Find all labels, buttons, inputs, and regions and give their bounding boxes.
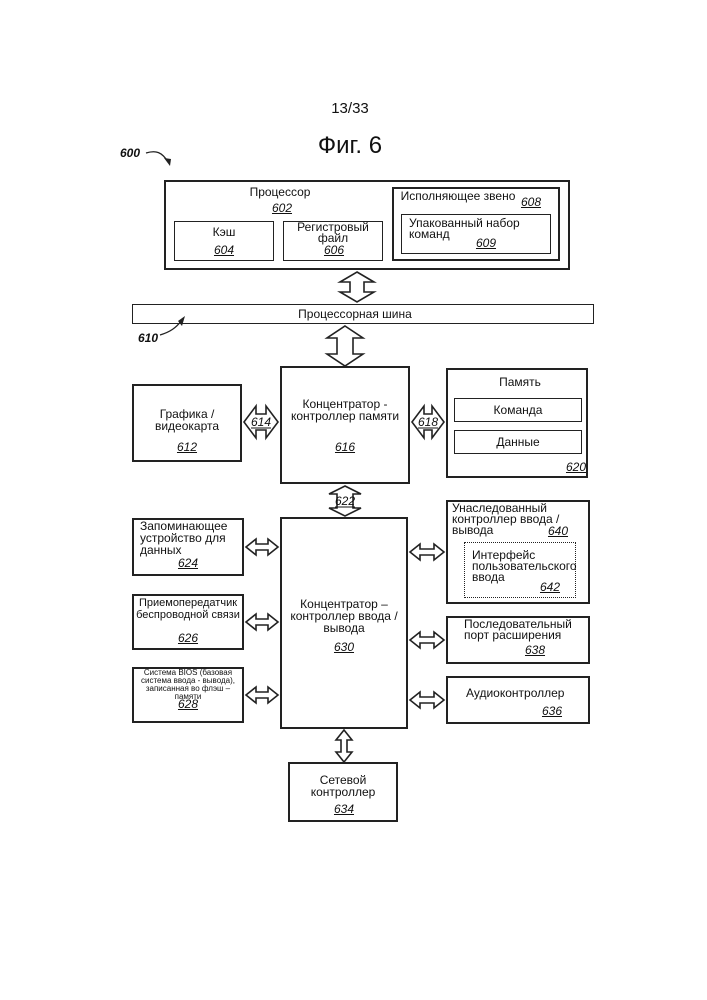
serial-expansion-port-label: Последовательный порт расширения xyxy=(464,619,588,641)
network-controller-label: Сетевой контроллер xyxy=(293,774,393,798)
ich-network-arrow xyxy=(336,730,352,762)
storage-ich-arrow xyxy=(246,539,278,555)
user-input-interface-number: 642 xyxy=(536,580,564,594)
ich-serial-arrow xyxy=(410,632,444,648)
ich-audio-arrow xyxy=(410,692,444,708)
link-618-number: 618 xyxy=(418,415,438,429)
data-storage-number: 624 xyxy=(170,556,206,570)
bus-mch-arrow xyxy=(327,326,363,366)
processor-label: Процессор xyxy=(225,186,335,198)
io-controller-hub-number: 630 xyxy=(326,640,362,654)
page-number: 13/33 xyxy=(320,100,380,117)
memory-label: Память xyxy=(470,376,570,388)
link-614-number: 614 xyxy=(251,415,271,429)
user-input-interface-label: Интерфейс пользовательского ввода xyxy=(472,550,576,583)
serial-expansion-port-number: 638 xyxy=(521,643,549,657)
memory-controller-hub-label: Концентратор - контроллер памяти xyxy=(288,398,402,422)
processor-bus-label: Процессорная шина xyxy=(250,308,460,320)
data-storage-label: Запоминающее устройство для данных xyxy=(140,520,240,556)
execution-unit-number: 608 xyxy=(511,195,551,209)
processor-number: 602 xyxy=(262,201,302,215)
wireless-transceiver-label: Приемопередатчик беспроводной связи xyxy=(134,597,242,621)
wireless-ich-arrow xyxy=(246,614,278,630)
packed-instruction-set-number: 609 xyxy=(468,236,504,250)
ref-600-leader xyxy=(146,152,168,162)
memory-controller-hub-block xyxy=(280,366,410,484)
cache-label: Кэш xyxy=(176,226,272,238)
ich-legacy-arrow xyxy=(410,544,444,560)
register-file-number: 606 xyxy=(316,243,352,257)
bios-flash-number: 628 xyxy=(170,697,206,711)
processor-bus-arrow xyxy=(340,272,374,302)
io-controller-hub-label: Концентратор – контроллер ввода / вывода xyxy=(284,598,404,634)
processor-bus-number: 610 xyxy=(138,331,158,345)
ref-600-label: 600 xyxy=(120,146,140,160)
figure-title: Фиг. 6 xyxy=(295,132,405,160)
wireless-transceiver-number: 626 xyxy=(170,631,206,645)
mch-ich-arrow xyxy=(329,486,361,516)
cache-number: 604 xyxy=(206,243,242,257)
mch-memory-arrow xyxy=(412,406,444,438)
audio-controller-number: 636 xyxy=(538,704,566,718)
memory-instruction-label: Команда xyxy=(456,404,580,416)
memory-data-label: Данные xyxy=(456,436,580,448)
graphics-mch-arrow xyxy=(244,406,278,438)
legacy-io-controller-number: 640 xyxy=(544,524,572,538)
memory-number: 620 xyxy=(562,460,590,474)
graphics-label: Графика / видеокарта xyxy=(137,408,237,432)
audio-controller-label: Аудиоконтроллер xyxy=(466,687,586,699)
memory-controller-hub-number: 616 xyxy=(326,440,364,454)
execution-unit-label: Исполняющее звено xyxy=(398,191,518,202)
link-622-number: 622 xyxy=(335,494,355,508)
register-file-label: Регистровый файл xyxy=(285,222,381,244)
graphics-number: 612 xyxy=(168,440,206,454)
bios-ich-arrow xyxy=(246,687,278,703)
audio-controller-block xyxy=(446,676,590,724)
network-controller-number: 634 xyxy=(326,802,362,816)
